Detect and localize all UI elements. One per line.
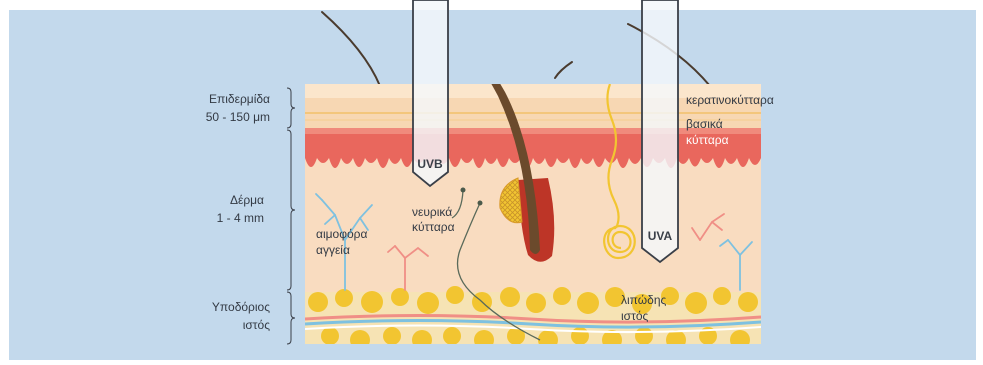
basal-cells-label-2: κύτταρα <box>686 133 729 147</box>
uvb-label: UVB <box>417 157 443 171</box>
epidermis-label: Επιδερμίδα <box>209 92 270 106</box>
blood-vessels-label-1: αιμοφόρα <box>316 227 367 241</box>
fat-tissue-label-2: ιστός <box>621 309 648 323</box>
nerve-cells-label-1: νευρικά <box>412 205 452 219</box>
keratinocytes-label: κερατινοκύτταρα <box>686 93 774 107</box>
fat-tissue-label-1: λιπώδης <box>621 293 666 307</box>
uva-label: UVA <box>648 229 673 243</box>
dermis-thickness: 1 - 4 mm <box>217 211 264 225</box>
nerve-cells-label-2: κύτταρα <box>412 220 455 234</box>
hypodermis-label-2: ιστός <box>243 318 270 332</box>
dermis-label: Δέρμα <box>230 193 264 207</box>
epidermis-thickness: 50 - 150 μm <box>206 110 270 124</box>
basal-cells-label-1: βασικά <box>686 117 723 131</box>
uva-ray <box>642 0 678 262</box>
hypodermis-label-1: Υποδόριος <box>212 300 270 314</box>
blood-vessels-label-2: αγγεία <box>316 243 350 257</box>
